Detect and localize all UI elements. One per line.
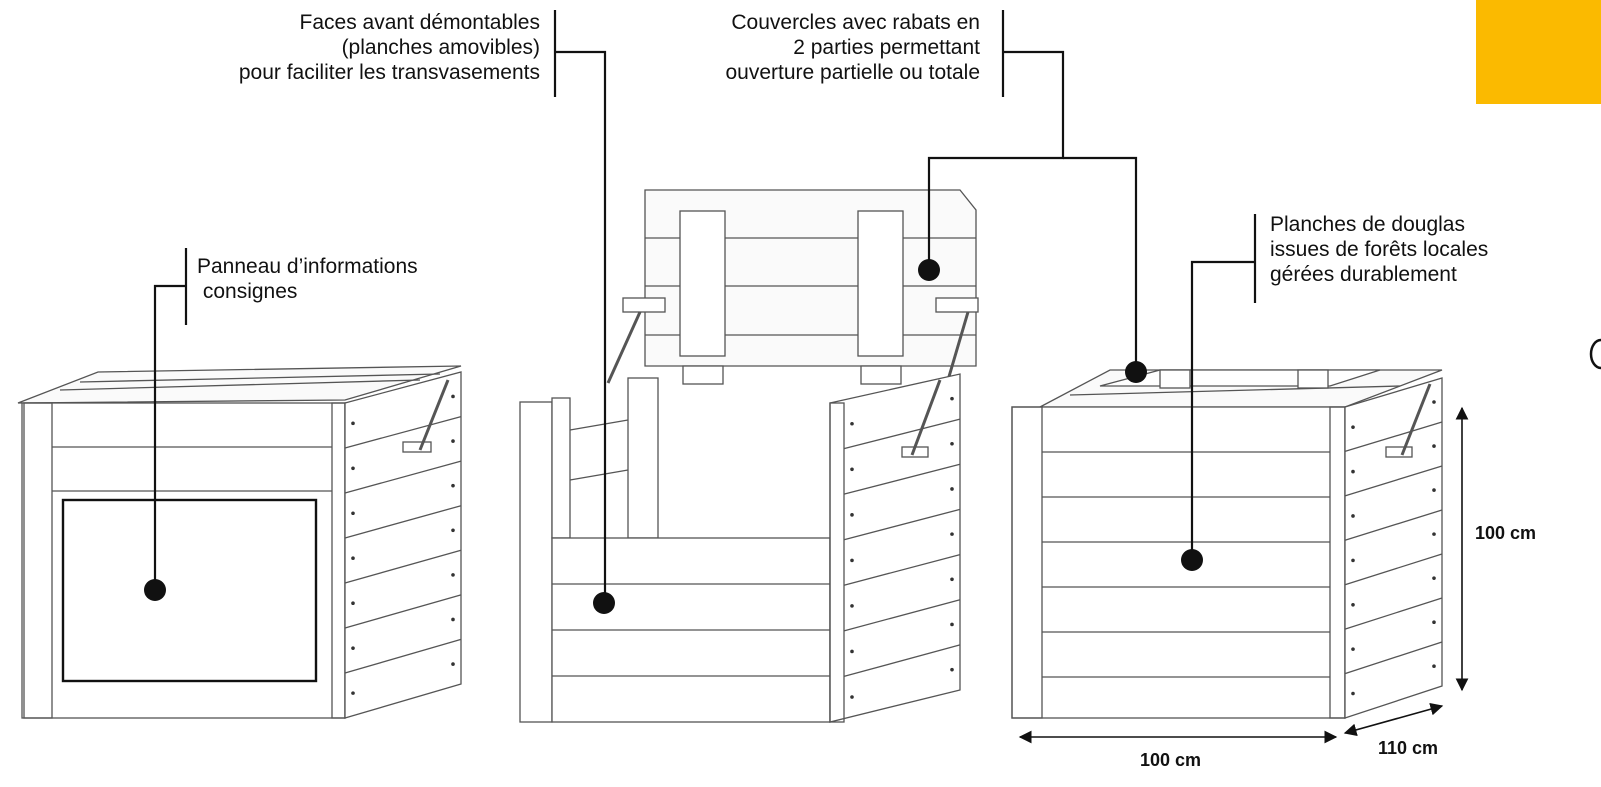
screw	[1351, 558, 1355, 563]
closed-bin-douglas	[1011, 369, 1443, 719]
callout-line: (planches amovibles)	[341, 36, 540, 59]
screw	[351, 556, 355, 561]
screw	[1432, 444, 1436, 448]
dimension-width-label: 100 cm	[1140, 750, 1202, 770]
screw	[351, 466, 355, 471]
dimension-height-label: 100 cm	[1475, 523, 1537, 543]
side-plank-line	[344, 638, 462, 674]
side-plank-line	[344, 415, 462, 449]
screw	[451, 617, 455, 622]
screw	[451, 483, 455, 488]
screw	[451, 573, 455, 577]
callout-line: Couvercles avec rabats en	[731, 11, 980, 34]
dimension-arrows	[1018, 406, 1469, 744]
callout-front-faces: Faces avant démontables (planches amovib…	[170, 10, 540, 85]
dot-lid-closed	[1125, 361, 1147, 383]
callout-line: Panneau d’informations	[197, 255, 418, 278]
screw	[1432, 576, 1436, 580]
side-plank-line	[843, 644, 961, 678]
screw	[850, 695, 854, 699]
screw	[351, 421, 355, 426]
side-plank-line	[344, 505, 462, 539]
screw	[950, 667, 954, 672]
accent-block	[1476, 0, 1601, 104]
screw	[1351, 691, 1355, 696]
callout-line: consignes	[197, 280, 298, 303]
dot-douglas	[1181, 549, 1203, 571]
dot-front-faces	[593, 592, 615, 614]
screw	[950, 396, 954, 401]
screw	[451, 394, 455, 399]
screw	[850, 421, 854, 426]
screw	[1432, 620, 1436, 624]
callout-line: Planches de douglas	[1270, 213, 1465, 236]
side-plank-line	[1344, 465, 1443, 497]
screw	[950, 532, 954, 536]
side-plank-line	[1344, 421, 1443, 453]
side-plank-line	[843, 463, 961, 495]
screw	[950, 441, 954, 446]
screw	[351, 511, 355, 516]
screw	[850, 604, 854, 608]
leader-lines	[153, 10, 1257, 600]
screw	[451, 439, 455, 443]
screw	[850, 649, 854, 654]
side-plank-line	[843, 599, 961, 632]
closed-bin-with-panel	[17, 365, 462, 719]
screw	[950, 622, 954, 627]
side-plank-line	[1344, 553, 1443, 586]
screw	[850, 558, 854, 563]
side-plank-line	[843, 418, 961, 450]
screw	[950, 487, 954, 491]
screw	[451, 528, 455, 533]
screw	[1432, 664, 1436, 669]
leader-dots	[144, 259, 1203, 614]
callout-info-panel: Panneau d’informations consignes	[197, 254, 497, 304]
screw	[1351, 425, 1355, 429]
callout-line: pour faciliter les transvasements	[238, 61, 540, 84]
screw	[850, 513, 854, 517]
callout-line: gérées durablement	[1270, 263, 1457, 286]
dimension-depth-label: 110 cm	[1378, 738, 1439, 758]
callout-line: 2 parties permettant	[793, 36, 980, 59]
screw	[351, 646, 355, 650]
side-plank-line	[1344, 641, 1443, 675]
screw	[850, 467, 854, 472]
screw	[1432, 532, 1436, 536]
side-plank-line	[1344, 509, 1443, 541]
screw	[351, 691, 355, 695]
callout-lids: Couvercles avec rabats en 2 parties perm…	[640, 10, 981, 85]
screw	[1432, 400, 1436, 404]
side-plank-line	[344, 594, 462, 629]
side-plank-line	[843, 508, 961, 541]
screw	[1351, 469, 1355, 474]
screw	[451, 662, 455, 666]
screw	[1351, 602, 1355, 607]
dot-lid	[918, 259, 940, 281]
edge-fragment	[1589, 338, 1601, 370]
side-plank-line	[344, 549, 462, 584]
side-plank-line	[344, 460, 462, 494]
callout-line: Faces avant démontables	[299, 11, 540, 34]
screw	[1432, 488, 1436, 492]
side-plank-line	[1344, 597, 1443, 630]
callout-line: issues de forêts locales	[1270, 238, 1489, 261]
screw	[1351, 647, 1355, 651]
side-plank-line	[843, 553, 961, 586]
open-bin	[519, 189, 979, 723]
dot-info-panel	[144, 579, 166, 601]
screw	[950, 577, 954, 582]
screw	[351, 601, 355, 605]
screw	[1351, 514, 1355, 518]
callout-douglas: Planches de douglas issues de forêts loc…	[1270, 212, 1570, 287]
callout-line: ouverture partielle ou totale	[725, 61, 981, 84]
